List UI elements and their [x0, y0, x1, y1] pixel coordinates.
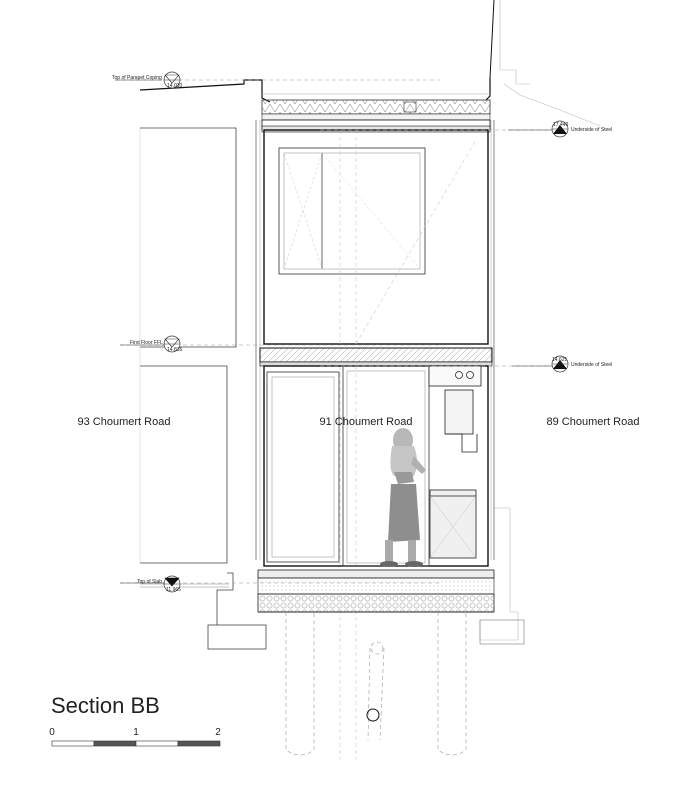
scale-label-0: 0	[49, 727, 55, 738]
property-label-right: 89 Choumert Road	[547, 416, 640, 428]
level-marker-steel-lower: 14.625 Underside of Steel	[320, 355, 612, 373]
level-marker-steel-upper: 17.440 Underside of Steel	[320, 120, 612, 138]
upper-window	[278, 147, 426, 275]
person-figure	[380, 428, 426, 567]
level-value-steel-lower: 14.625	[552, 357, 568, 363]
level-marker-parapet: Top of Parapet Coping 14.010	[112, 71, 440, 89]
first-floor-slab	[259, 347, 493, 367]
ground-slab	[257, 569, 495, 613]
level-label-slab: Top of Slab	[137, 579, 162, 585]
drawing-title: Section BB	[51, 693, 160, 718]
roof-outline	[139, 0, 495, 103]
pile-marker	[366, 708, 380, 722]
level-label-steel-upper: Underside of Steel	[571, 127, 612, 133]
scale-label-1: 1	[133, 727, 139, 738]
level-label-first-floor: First Floor FFL	[130, 340, 163, 346]
upper-floor-shell	[255, 119, 495, 560]
neighbour-left-outline	[139, 127, 267, 650]
level-label-parapet: Top of Parapet Coping	[112, 75, 162, 81]
scale-label-2: 2	[215, 727, 221, 738]
hidden-lines	[339, 130, 477, 760]
neighbour-right-outline	[479, 0, 601, 645]
level-value-parapet: 14.010	[167, 83, 183, 89]
level-marker-slab: Top of Slab 11.965	[120, 575, 440, 593]
level-label-steel-lower: Underside of Steel	[571, 362, 612, 368]
level-value-first-floor: 14.835	[167, 347, 183, 353]
property-label-center: 91 Choumert Road	[320, 416, 413, 428]
property-label-left: 93 Choumert Road	[78, 416, 171, 428]
level-value-slab: 11.965	[166, 587, 181, 593]
scale-bar: 0 1 2	[49, 727, 221, 747]
piles	[285, 612, 467, 756]
level-value-steel-upper: 17.440	[553, 122, 569, 128]
kitchen-units	[428, 365, 482, 559]
roof-build-up	[261, 93, 491, 121]
level-marker-first-floor: First Floor FFL 14.835	[120, 335, 440, 353]
